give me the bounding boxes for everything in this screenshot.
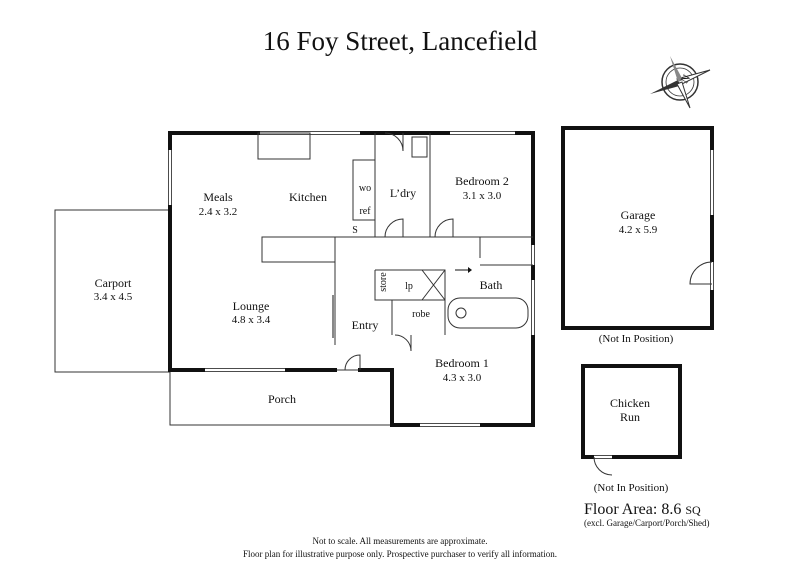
lp-label: lp — [405, 281, 413, 292]
robe-label: robe — [412, 309, 430, 320]
bedroom1-label: Bedroom 1 — [435, 356, 489, 370]
floor-area-value: Floor Area: 8.6 — [584, 501, 681, 518]
kitchen-label: Kitchen — [289, 190, 327, 204]
fridge-label: ref — [359, 206, 371, 217]
floor-area-unit: SQ — [685, 503, 701, 517]
bedroom2-size: 3.1 x 3.0 — [463, 190, 502, 202]
floor-area: Floor Area: 8.6 SQ — [584, 501, 701, 518]
garage-walls — [561, 126, 714, 330]
garage-label: Garage — [621, 208, 656, 222]
entry-label: Entry — [352, 318, 379, 332]
laundry-label: L’dry — [390, 186, 416, 200]
porch-label: Porch — [268, 392, 296, 406]
chicken-run-walls — [581, 364, 682, 476]
page-title: 16 Foy Street, Lancefield — [263, 26, 538, 56]
garage-size: 4.2 x 5.9 — [619, 224, 658, 236]
bedroom2-label: Bedroom 2 — [455, 174, 509, 188]
lounge-size: 4.8 x 3.4 — [232, 314, 271, 326]
meals-label: Meals — [203, 190, 233, 204]
carport-size: 3.4 x 4.5 — [94, 291, 133, 303]
compass-rose-icon: N — [650, 56, 711, 109]
lounge-label: Lounge — [233, 299, 270, 313]
footer-disclaimer-1: Not to scale. All measurements are appro… — [313, 536, 488, 546]
meals-size: 2.4 x 3.2 — [199, 206, 238, 218]
footer-disclaimer-2: Floor plan for illustrative purpose only… — [243, 549, 557, 559]
garage-note: (Not In Position) — [599, 333, 674, 345]
s-label: S — [352, 225, 358, 236]
floor-area-note: (excl. Garage/Carport/Porch/Shed) — [584, 518, 709, 528]
wall-oven-label: wo — [359, 183, 371, 194]
chicken-run-label-2: Run — [620, 410, 640, 424]
carport-label: Carport — [95, 276, 132, 290]
house-walls — [168, 131, 535, 427]
arrow-icon — [468, 267, 472, 273]
bath-label: Bath — [480, 278, 503, 292]
bedroom1-size: 4.3 x 3.0 — [443, 372, 482, 384]
chicken-run-label-1: Chicken — [610, 396, 650, 410]
store-label: store — [378, 272, 389, 292]
chicken-run-note: (Not In Position) — [594, 482, 669, 494]
